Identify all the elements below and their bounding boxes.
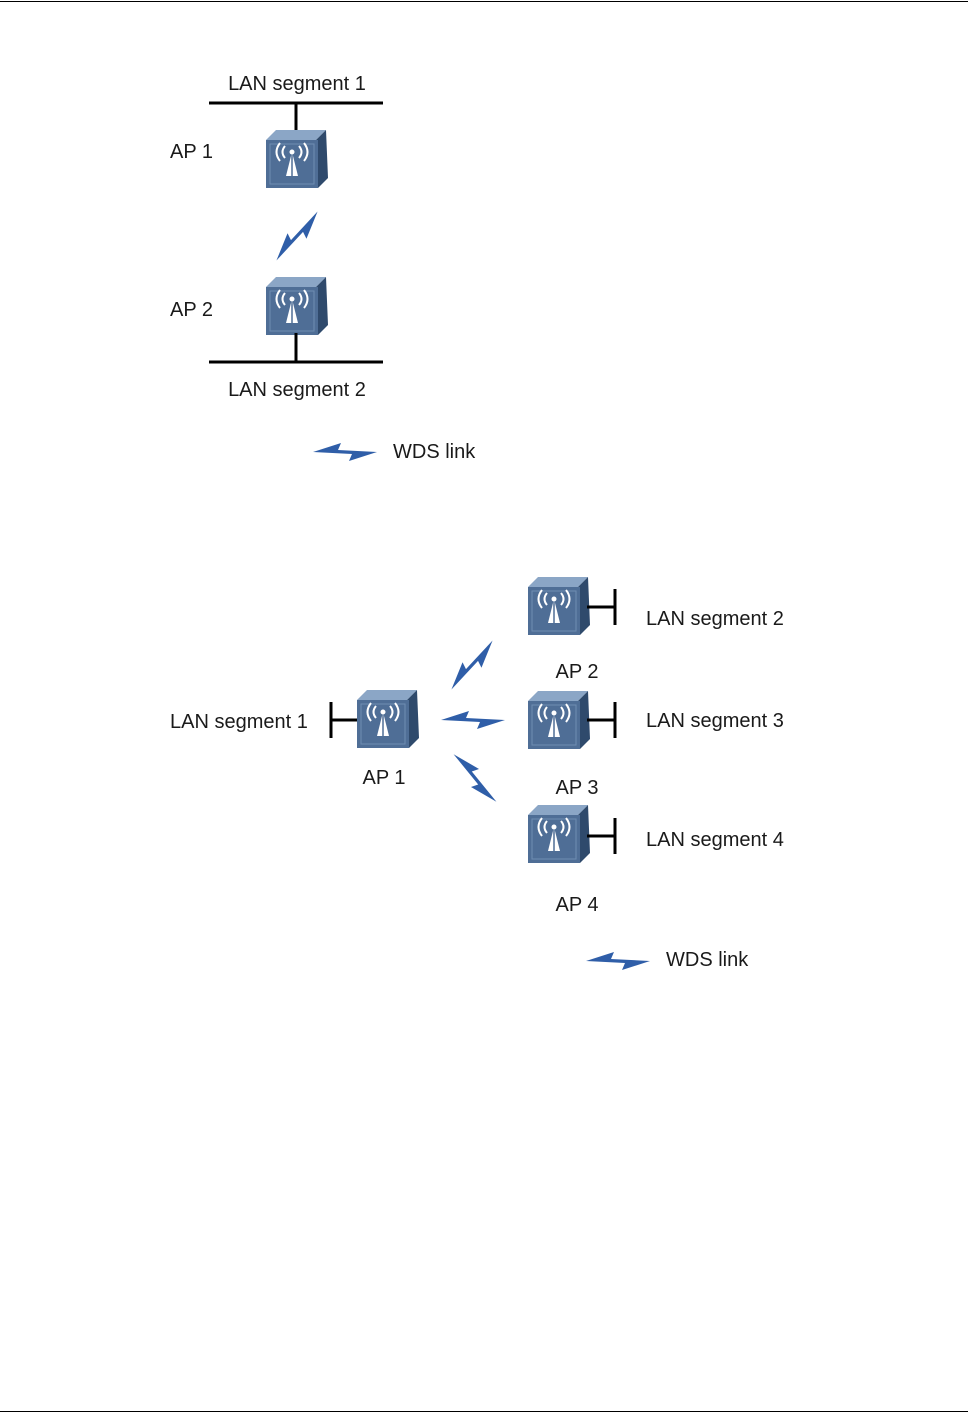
- access-point-icon: [266, 277, 328, 335]
- root-lan-label: LAN segment 1: [170, 711, 308, 733]
- access-point-icon: [528, 691, 590, 749]
- lightning-link-icon: [586, 952, 650, 970]
- legend-label-top: WDS link: [393, 441, 476, 463]
- ap-label-upper: AP 1: [170, 141, 213, 163]
- access-point-icon: [528, 805, 590, 863]
- lightning-link-icon: [445, 635, 500, 696]
- branch-ap3: LAN segment 3 AP 3: [528, 691, 784, 799]
- lightning-link-icon: [313, 443, 377, 461]
- branch-ap-label: AP 2: [556, 661, 599, 683]
- access-point-icon: [528, 577, 590, 635]
- branch-ap-label: AP 4: [556, 894, 599, 916]
- access-point-icon: [357, 690, 419, 748]
- access-point-icon: [266, 130, 328, 188]
- lan-segment-label-top: LAN segment 1: [228, 73, 366, 95]
- branch-lan-label: LAN segment 4: [646, 829, 784, 851]
- lightning-link-icon: [447, 748, 503, 808]
- lightning-link-icon: [441, 711, 505, 729]
- lightning-link-icon: [270, 206, 325, 267]
- figure-top: LAN segment 1 AP 1 AP 2 LAN segment 2 WD…: [170, 73, 476, 463]
- branch-lan-label: LAN segment 3: [646, 710, 784, 732]
- lan-segment-label-bottom: LAN segment 2: [228, 379, 366, 401]
- branch-ap-label: AP 3: [556, 777, 599, 799]
- ap-label-lower: AP 2: [170, 299, 213, 321]
- figure-bottom: LAN segment 1 AP 1 LAN segment 2 AP 2 LA…: [170, 577, 784, 971]
- branch-ap2: LAN segment 2 AP 2: [528, 577, 784, 683]
- root-ap-label: AP 1: [363, 767, 406, 789]
- legend-label-bottom: WDS link: [666, 949, 749, 971]
- branch-lan-label: LAN segment 2: [646, 608, 784, 630]
- branch-ap4: LAN segment 4 AP 4: [528, 805, 784, 916]
